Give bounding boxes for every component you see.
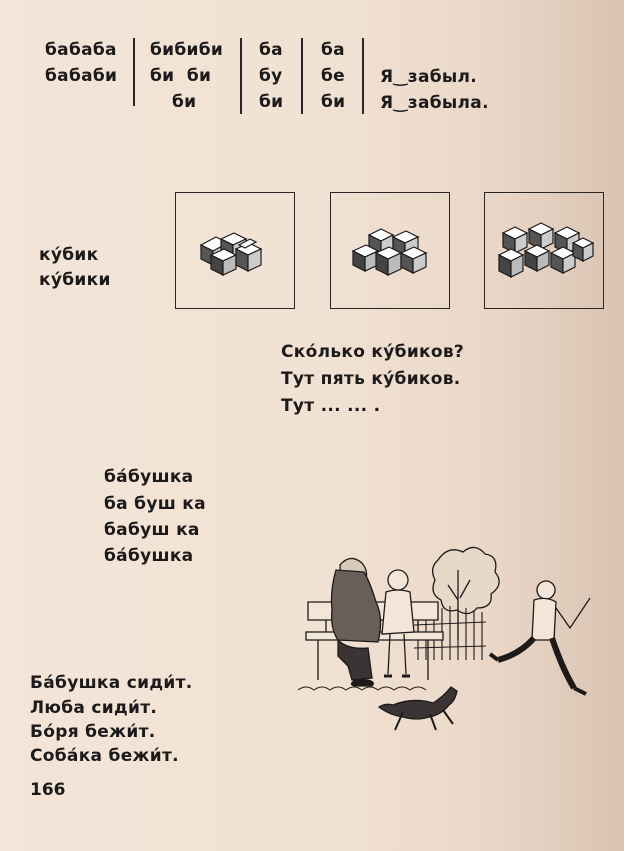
sentence: Люба сиди́т. [30,698,158,718]
cubes-picture-2 [330,192,450,309]
grandma-syllables: ба буш ка [104,494,206,514]
question-how-many: Ско́лько ку́биков? [281,342,465,362]
cubes-picture-3 [484,192,604,309]
grandma-syllables: бабуш ка [104,520,200,540]
forgot-text: Я‿забыла. [380,93,489,113]
syllable-text: би [321,92,346,112]
grandma-word: ба́бушка [104,546,194,566]
answer-five-cubes: Тут пять ку́биков. [281,369,461,389]
table-divider [240,38,242,114]
syllable-text: ба [259,40,283,60]
table-divider [133,38,135,106]
syllable-text: бу [259,66,283,86]
sentence: Бо́ря бежи́т. [30,722,156,742]
forgot-text: Я‿забыл. [380,67,478,87]
word-kubik: ку́бик [39,245,99,265]
syllable-text: бе [321,66,345,86]
syllable-text: би [172,92,197,112]
grandma-word: ба́бушка [104,467,194,487]
table-divider [301,38,303,114]
word-kubiki: ку́бики [39,270,111,290]
cubes-picture-1 [175,192,295,309]
syllable-text: би [259,92,284,112]
syllable-text: бабаби [45,66,118,86]
table-divider [362,38,364,114]
syllable-text: би би [150,66,212,86]
syllable-text: бибиби [150,40,224,60]
page-number: 166 [30,780,66,800]
answer-blank: Тут ... ... . [281,396,381,416]
illustration-bench-scene [298,546,591,731]
sentence: Ба́бушка сиди́т. [30,673,193,693]
syllable-text: ба [321,40,345,60]
syllable-text: бабаба [45,40,117,60]
sentence: Соба́ка бежи́т. [30,746,179,766]
